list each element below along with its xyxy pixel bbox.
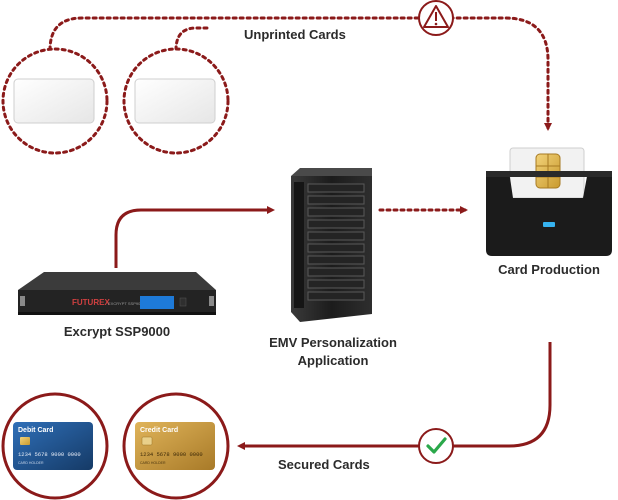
checkmark-icon xyxy=(418,428,454,464)
emv-label-line-1: EMV Personalization xyxy=(269,335,397,350)
debit-card-circle: Debit Card 1234 5678 9000 0000 CARD HOLD… xyxy=(1,392,109,500)
unprinted-cards-label: Unprinted Cards xyxy=(244,27,346,42)
secured-flow-line xyxy=(237,342,552,450)
credit-card-holder: CARD HOLDER xyxy=(140,461,166,465)
credit-card-circle: Credit Card 1234 5678 9000 0000 CARD HOL… xyxy=(122,392,230,500)
emv-server-rack xyxy=(291,168,372,322)
debit-card-number: 1234 5678 9000 0000 xyxy=(18,451,81,458)
device-brand-text: FUTUREX xyxy=(72,298,110,307)
emv-label-line-2: Application xyxy=(297,353,369,368)
device-to-server-line xyxy=(114,206,275,268)
debit-card-title: Debit Card xyxy=(18,427,53,434)
unprinted-card-2 xyxy=(122,47,230,155)
unprinted-card-1 xyxy=(1,47,109,155)
device-model-text: EXCRYPT SSP9000 xyxy=(108,301,146,306)
emv-application-label: EMV Personalization Application xyxy=(253,334,413,370)
unprinted-flow-line xyxy=(48,16,552,131)
secured-cards-label: Secured Cards xyxy=(278,457,370,472)
device-name-label: Excrypt SSP9000 xyxy=(63,324,171,339)
debit-card-holder: CARD HOLDER xyxy=(18,461,44,465)
excrypt-device: FUTUREX EXCRYPT SSP9000 xyxy=(18,272,216,315)
credit-card-title: Credit Card xyxy=(140,427,178,434)
card-production-machine xyxy=(486,147,612,256)
warning-icon xyxy=(418,0,454,36)
card-production-label: Card Production xyxy=(498,262,600,277)
credit-card-number: 1234 5678 9000 0000 xyxy=(140,451,203,458)
